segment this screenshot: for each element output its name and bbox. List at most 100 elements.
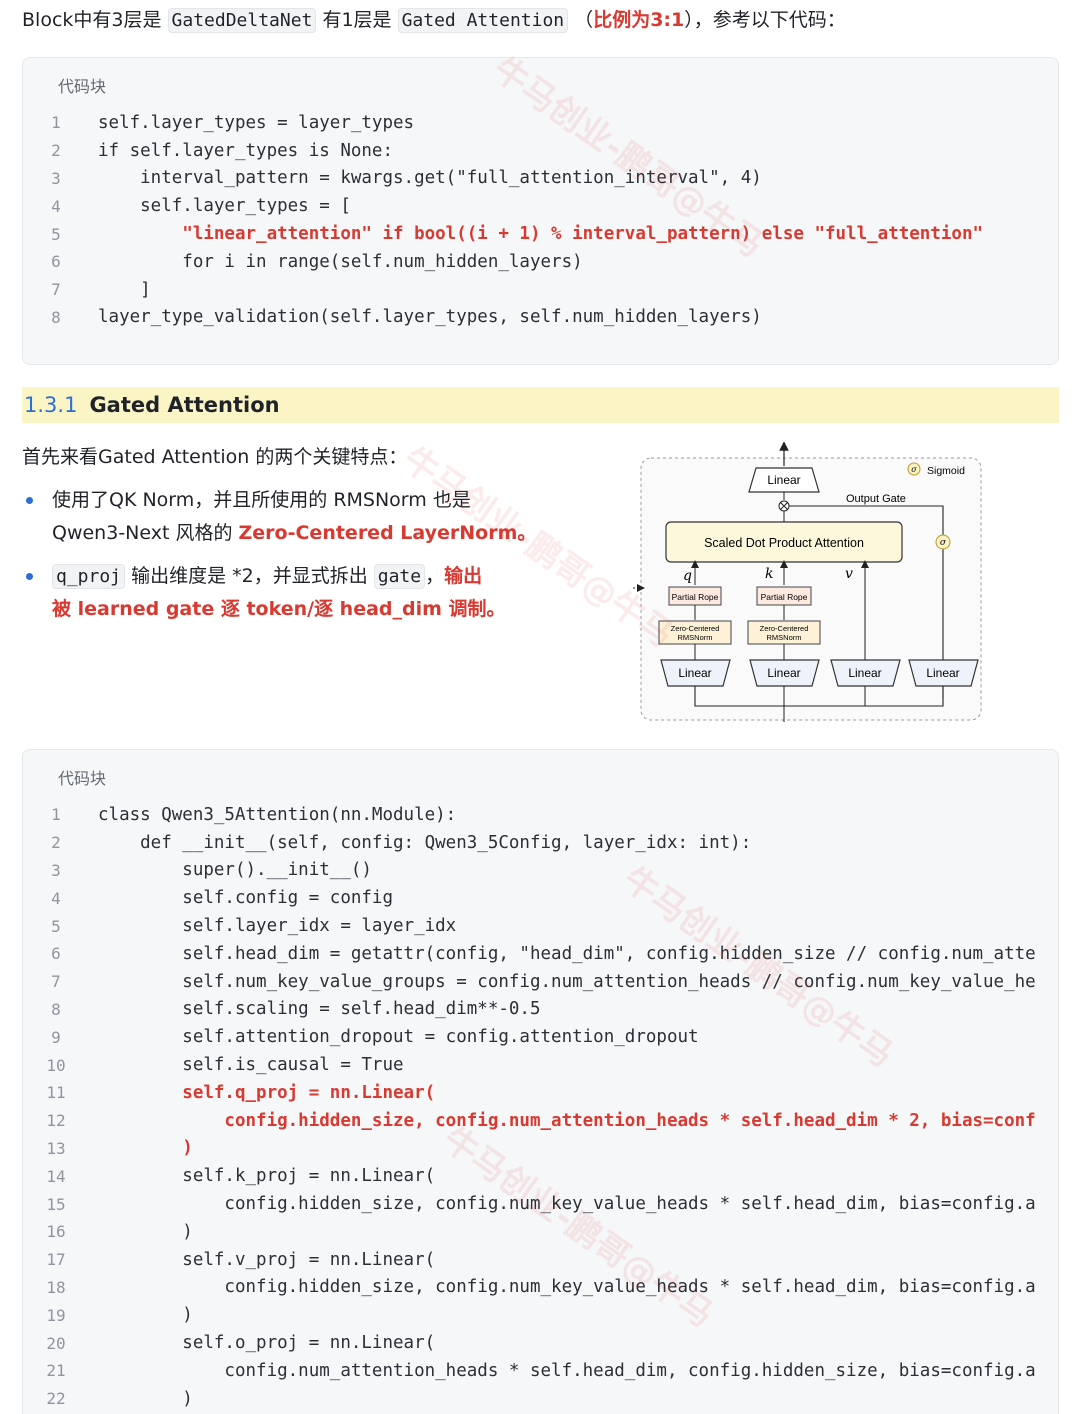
code-text: config.hidden_size, config.num_attention… xyxy=(98,1110,1036,1131)
sigmoid-icon xyxy=(907,462,921,476)
code-line: 3 super().__init__() xyxy=(23,857,1058,885)
code-block-title: 代码块 xyxy=(58,77,107,96)
line-number: 18 xyxy=(46,1277,66,1297)
code-line: 8 self.scaling = self.head_dim**-0.5 xyxy=(23,996,1058,1024)
sigmoid-legend-label: Sigmoid xyxy=(927,465,965,477)
code-text: ] xyxy=(98,279,151,300)
inline-code-gateddeltanet: GatedDeltaNet xyxy=(167,8,317,33)
code-line: 4 self.layer_types = [ xyxy=(23,192,1058,220)
code-text: config.hidden_size, config.num_key_value… xyxy=(98,1277,1036,1298)
top-linear-label: Linear xyxy=(767,473,800,487)
code-text: self.layer_idx = layer_idx xyxy=(98,916,457,937)
line-number: 7 xyxy=(51,972,61,992)
list-item: q_proj 输出维度是 *2，并显式拆出 gate，输出 被 learned … xyxy=(22,560,582,626)
list-text: Qwen3-Next 风格的 xyxy=(52,522,239,544)
code-text: interval_pattern = kwargs.get("full_atte… xyxy=(98,168,762,189)
code-text: self.head_dim = getattr(config, "head_di… xyxy=(98,943,1036,964)
code-line: 11 self.q_proj = nn.Linear( xyxy=(23,1079,1058,1107)
line-number: 2 xyxy=(51,141,61,161)
code-text: def __init__(self, config: Qwen3_5Config… xyxy=(98,832,752,853)
sdpa-label: Scaled Dot Product Attention xyxy=(704,536,864,550)
code-text: config.num_attention_heads * self.head_d… xyxy=(98,1360,1036,1381)
code-text: self.attention_dropout = config.attentio… xyxy=(98,1027,699,1048)
gate-sigmoid-symbol: σ xyxy=(940,538,947,548)
k-zc-label: Zero-Centered xyxy=(760,624,809,633)
code-text: self.config = config xyxy=(98,888,394,909)
line-number: 1 xyxy=(51,805,61,825)
line-number: 17 xyxy=(46,1250,66,1270)
line-number: 20 xyxy=(46,1333,66,1353)
intro-paragraph: 首先来看Gated Attention 的两个关键特点： xyxy=(22,446,408,468)
code-text: if self.layer_types is None: xyxy=(98,140,394,161)
code-text: ) xyxy=(98,1305,193,1326)
line-number: 1 xyxy=(51,113,61,133)
code-text: self.q_proj = nn.Linear( xyxy=(98,1082,436,1103)
code-line: 15 config.hidden_size, config.num_key_va… xyxy=(23,1190,1058,1218)
code-line: 7 ] xyxy=(23,276,1058,304)
line-number: 21 xyxy=(46,1361,66,1381)
feature-list: 使用了QK Norm，并且所使用的 RMSNorm 也是 Qwen3-Next … xyxy=(22,484,582,636)
code-block-title: 代码块 xyxy=(58,769,107,788)
code-text: config.hidden_size, config.num_key_value… xyxy=(98,1194,1036,1215)
inline-code-gate: gate xyxy=(373,564,426,589)
k-rms-label: RMSNorm xyxy=(767,633,802,642)
code-line: 6 self.head_dim = getattr(config, "head_… xyxy=(23,940,1058,968)
line-number: 3 xyxy=(51,168,61,188)
code-line: 21 config.num_attention_heads * self.hea… xyxy=(23,1357,1058,1385)
section-heading: 1.3.1 Gated Attention xyxy=(22,387,1059,423)
gated-attention-diagram: Linear Output Gate σ Sigmoid σ Scaled Do… xyxy=(633,442,982,722)
code-text: self.num_key_value_groups = config.num_a… xyxy=(98,971,1036,992)
list-highlight: 被 learned gate 逐 token/逐 head_dim 调制。 xyxy=(52,598,506,620)
sigmoid-symbol: σ xyxy=(911,465,917,474)
section-number: 1.3.1 xyxy=(24,393,78,417)
list-text: ， xyxy=(425,565,445,587)
bullet-icon xyxy=(26,573,33,580)
intro-text: Block中有3层是 xyxy=(22,9,168,31)
intro-line: Block中有3层是 GatedDeltaNet 有1层是 Gated Atte… xyxy=(22,4,846,37)
q-partial-rope-label: Partial Rope xyxy=(672,592,719,602)
v-linear-block xyxy=(830,659,901,687)
list-highlight: 输出 xyxy=(444,565,483,587)
code-line: 2 def __init__(self, config: Qwen3_5Conf… xyxy=(23,829,1058,857)
code-line: 12 config.hidden_size, config.num_attent… xyxy=(23,1107,1058,1135)
section-title: Gated Attention xyxy=(89,393,280,417)
line-number: 19 xyxy=(46,1305,66,1325)
line-number: 8 xyxy=(51,999,61,1019)
q-rms-label: RMSNorm xyxy=(678,633,713,642)
list-text: 使用了QK Norm，并且所使用的 RMSNorm 也是 xyxy=(52,489,471,511)
code-text: super().__init__() xyxy=(98,860,372,881)
line-number: 16 xyxy=(46,1222,66,1242)
code-text: layer_type_validation(self.layer_types, … xyxy=(98,307,762,328)
code-line: 17 self.v_proj = nn.Linear( xyxy=(23,1246,1058,1274)
line-number: 9 xyxy=(51,1027,61,1047)
gate-sigmoid-icon xyxy=(935,534,951,550)
line-number: 10 xyxy=(46,1055,66,1075)
code-text: "linear_attention" if bool((i + 1) % int… xyxy=(98,224,984,245)
code-line: 1 class Qwen3_5Attention(nn.Module): xyxy=(23,801,1058,829)
code-line: 2 if self.layer_types is None: xyxy=(23,137,1058,165)
q-zc-label: Zero-Centered xyxy=(671,624,720,633)
q-label: q xyxy=(683,568,692,584)
top-linear-block xyxy=(748,467,820,493)
code-line: 6 for i in range(self.num_hidden_layers) xyxy=(23,248,1058,276)
list-item: 使用了QK Norm，并且所使用的 RMSNorm 也是 Qwen3-Next … xyxy=(22,484,582,550)
code-text: ) xyxy=(98,1221,193,1242)
code-line: 7 self.num_key_value_groups = config.num… xyxy=(23,968,1058,996)
line-number: 7 xyxy=(51,280,61,300)
intro-text: （ xyxy=(568,9,594,31)
code-text: for i in range(self.num_hidden_layers) xyxy=(98,251,583,272)
code-text: class Qwen3_5Attention(nn.Module): xyxy=(98,804,457,825)
code-text: self.scaling = self.head_dim**-0.5 xyxy=(98,999,541,1020)
code-line: 13 ) xyxy=(23,1135,1058,1163)
line-number: 15 xyxy=(46,1194,66,1214)
code-line: 4 self.config = config xyxy=(23,884,1058,912)
k-partial-rope-label: Partial Rope xyxy=(761,592,808,602)
line-number: 5 xyxy=(51,916,61,936)
code-text: ) xyxy=(98,1388,193,1409)
inline-code-gated-attention: Gated Attention xyxy=(397,8,569,33)
code-line: 14 self.k_proj = nn.Linear( xyxy=(23,1162,1058,1190)
